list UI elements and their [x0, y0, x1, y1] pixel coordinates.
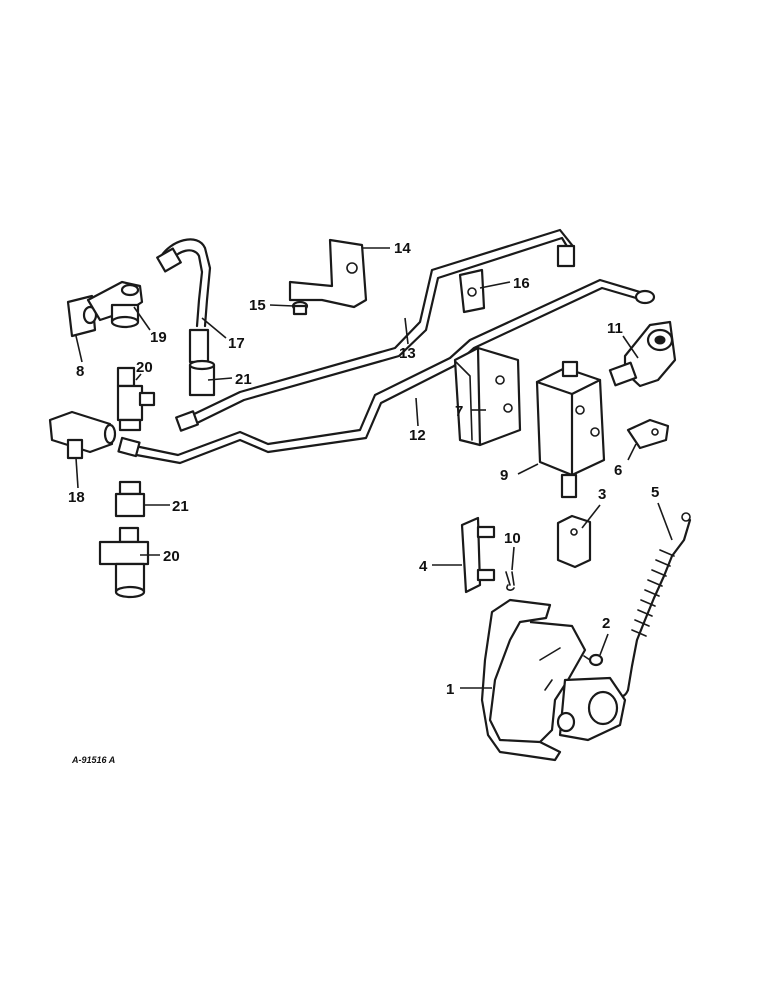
callout-16: 16 [513, 275, 530, 292]
clip-16 [458, 268, 486, 314]
callout-labels: 1 2 3 4 5 6 7 8 9 10 11 12 13 14 15 16 1… [68, 240, 659, 698]
callout-5: 5 [651, 484, 659, 501]
callout-17: 17 [228, 335, 245, 352]
brake-pedal-1 [480, 598, 627, 762]
cotter-pin-10 [505, 571, 515, 591]
callout-21-upper: 21 [235, 371, 252, 388]
tee-fitting-20-upper [116, 366, 156, 432]
callout-6: 6 [614, 462, 622, 479]
stoplight-switch-9 [535, 360, 606, 499]
tee-fitting-20-lower [98, 526, 150, 599]
elbow-fitting-11 [608, 320, 677, 388]
grommet-15 [291, 300, 309, 316]
clip-6 [626, 418, 670, 450]
bolt-2 [583, 653, 604, 667]
tee-fitting-19 [86, 280, 144, 329]
callout-12: 12 [409, 427, 426, 444]
return-spring-5 [612, 512, 692, 698]
callout-4: 4 [419, 558, 428, 575]
callout-14: 14 [394, 240, 411, 257]
callout-10: 10 [504, 530, 521, 547]
brake-tube-12 [129, 278, 642, 465]
union-21-upper [188, 359, 216, 397]
tee-fitting-8 [66, 294, 98, 338]
tee-fitting-18 [48, 410, 117, 460]
union-21-lower [114, 480, 146, 518]
callout-8: 8 [76, 363, 84, 380]
callout-11: 11 [607, 320, 623, 337]
pin-bracket-4 [460, 516, 496, 594]
callout-13: 13 [399, 345, 416, 362]
callout-21-lower: 21 [172, 498, 189, 515]
callout-20-upper: 20 [136, 359, 153, 376]
callout-3: 3 [598, 486, 606, 503]
callout-1: 1 [446, 681, 454, 698]
callout-19: 19 [150, 329, 167, 346]
callout-7: 7 [455, 403, 463, 420]
bracket-7 [453, 346, 522, 447]
block-3 [556, 514, 592, 569]
bracket-14 [288, 238, 368, 309]
callout-18: 18 [68, 489, 85, 506]
tube-nut-fittings [117, 244, 656, 458]
figure-reference: A-91516 A [71, 755, 115, 765]
callout-15: 15 [249, 297, 266, 314]
callout-2: 2 [602, 615, 610, 632]
leader-lines [75, 247, 673, 689]
callout-20-lower: 20 [163, 548, 180, 565]
callout-9: 9 [500, 467, 508, 484]
